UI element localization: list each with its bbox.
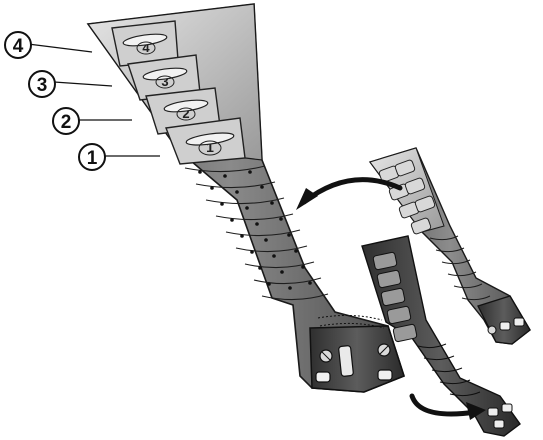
callout-2: 2: [53, 108, 132, 134]
curved-arrow-icon: [296, 180, 400, 210]
small-gray-strap-buckle: [478, 296, 530, 344]
callout-label-4: 4: [13, 36, 24, 57]
callout-label-3: 3: [37, 75, 48, 96]
main-strap-buckle: [310, 315, 404, 392]
main-strap: 4 3 2 1: [88, 4, 404, 392]
callout-label-2: 2: [61, 112, 72, 133]
callout-3: 3: [29, 71, 112, 97]
callout-label-1: 1: [87, 148, 98, 169]
callout-4: 4: [5, 32, 92, 58]
callout-1: 1: [79, 144, 160, 170]
